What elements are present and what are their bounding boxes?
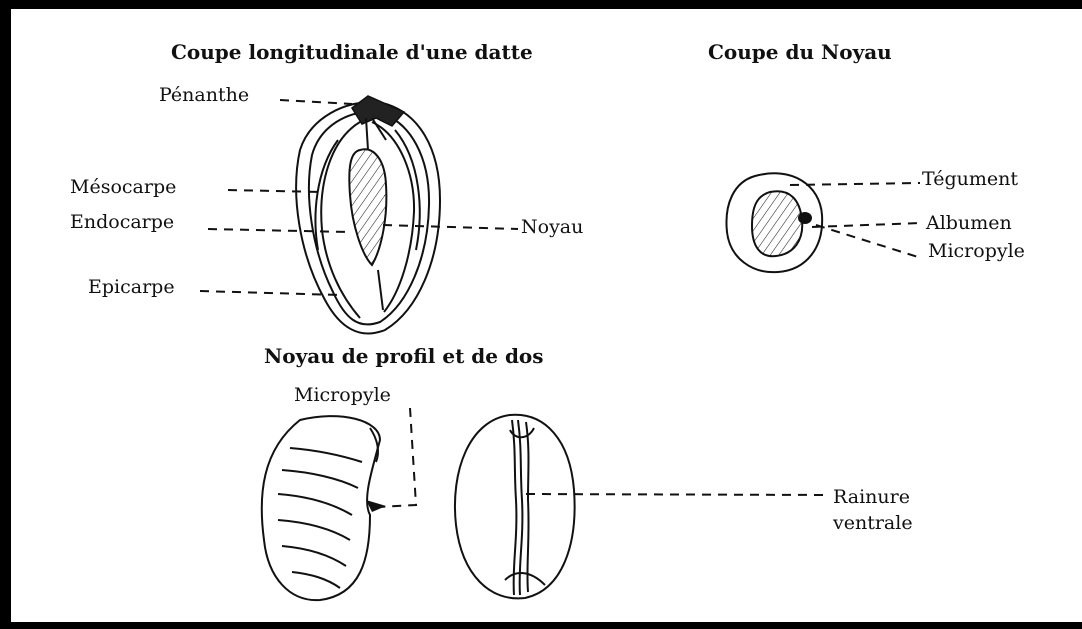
label-rainure-line2: ventrale [833, 512, 913, 534]
leader-micropyle-bottom [378, 408, 416, 507]
pit-albumen [752, 191, 802, 256]
rainure-groove [518, 420, 522, 595]
title-profile-section: Noyau de profil et de dos [264, 344, 544, 368]
date-section-drawing [296, 96, 440, 333]
pit-section-drawing [726, 173, 822, 272]
leader-penanthe [280, 100, 352, 104]
label-micropyle-bottom: Micropyle [294, 384, 391, 406]
leader-endocarpe [208, 229, 348, 232]
leader-rainure [526, 494, 828, 495]
pit-profile-drawing [262, 416, 386, 600]
label-micropyle-right: Micropyle [928, 240, 1025, 262]
pit-back-drawing [455, 415, 575, 599]
label-penanthe: Pénanthe [159, 84, 249, 106]
pit-profile-outline [262, 416, 380, 600]
date-noyau [349, 149, 386, 265]
leader-albumen [812, 223, 922, 227]
label-epicarpe: Epicarpe [88, 276, 175, 298]
leader-epicarpe [200, 291, 340, 295]
title-pit-section: Coupe du Noyau [708, 40, 892, 64]
label-albumen: Albumen [926, 212, 1012, 234]
label-rainure-line1: Rainure [833, 486, 910, 508]
label-endocarpe: Endocarpe [70, 211, 174, 233]
leader-tegument [790, 183, 920, 185]
leader-noyau [383, 225, 518, 229]
label-noyau: Noyau [521, 216, 583, 238]
pit-micropyle [798, 212, 812, 224]
title-date-section: Coupe longitudinale d'une datte [171, 40, 533, 64]
penanthe-cap [352, 96, 404, 126]
label-tegument: Tégument [922, 168, 1018, 190]
label-mesocarpe: Mésocarpe [70, 176, 176, 198]
leader-micropyle-right [816, 225, 918, 257]
